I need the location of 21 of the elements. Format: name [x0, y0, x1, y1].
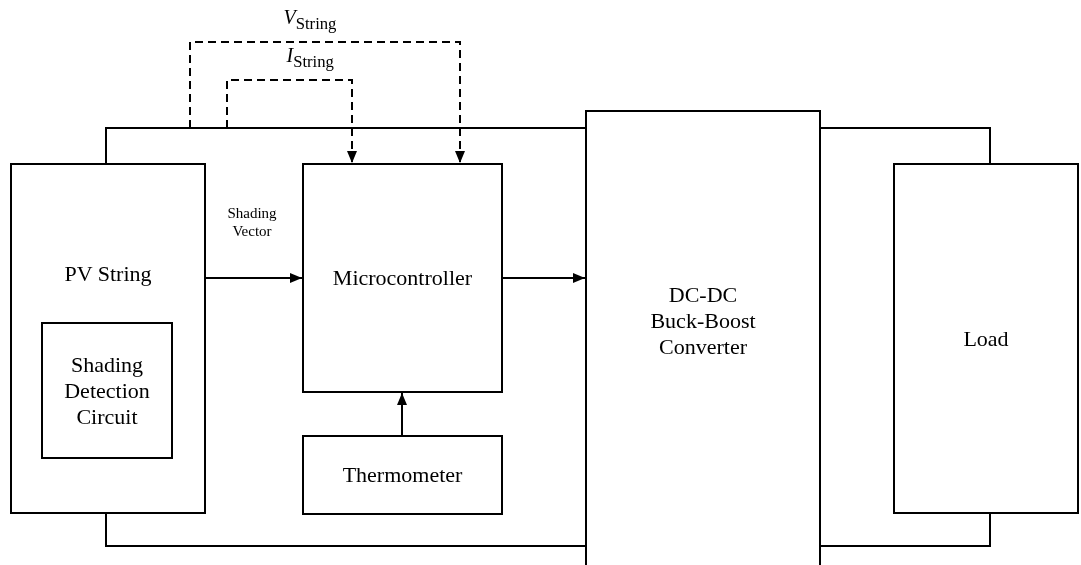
arrow — [189, 41, 465, 164]
block-label: Load — [962, 325, 1010, 352]
connector-line — [820, 513, 991, 547]
process-box — [302, 435, 503, 515]
arrow — [226, 79, 357, 164]
block-label: DC-DC Buck-Boost Converter — [649, 282, 757, 360]
process-box — [585, 110, 821, 565]
block-label: Shading Detection Circuit — [63, 351, 151, 430]
block-label: Microcontroller — [331, 265, 474, 291]
connector-line — [820, 127, 991, 164]
arrow — [397, 392, 407, 436]
process-box — [10, 163, 206, 514]
connector-line — [105, 513, 586, 547]
connector-line — [105, 127, 586, 164]
process-box — [893, 163, 1079, 514]
block-label: PV String — [63, 261, 153, 287]
arrow — [502, 273, 586, 283]
process-box — [41, 322, 173, 459]
arrow — [205, 273, 303, 283]
block-label: Thermometer — [341, 462, 464, 488]
process-box — [302, 163, 503, 393]
